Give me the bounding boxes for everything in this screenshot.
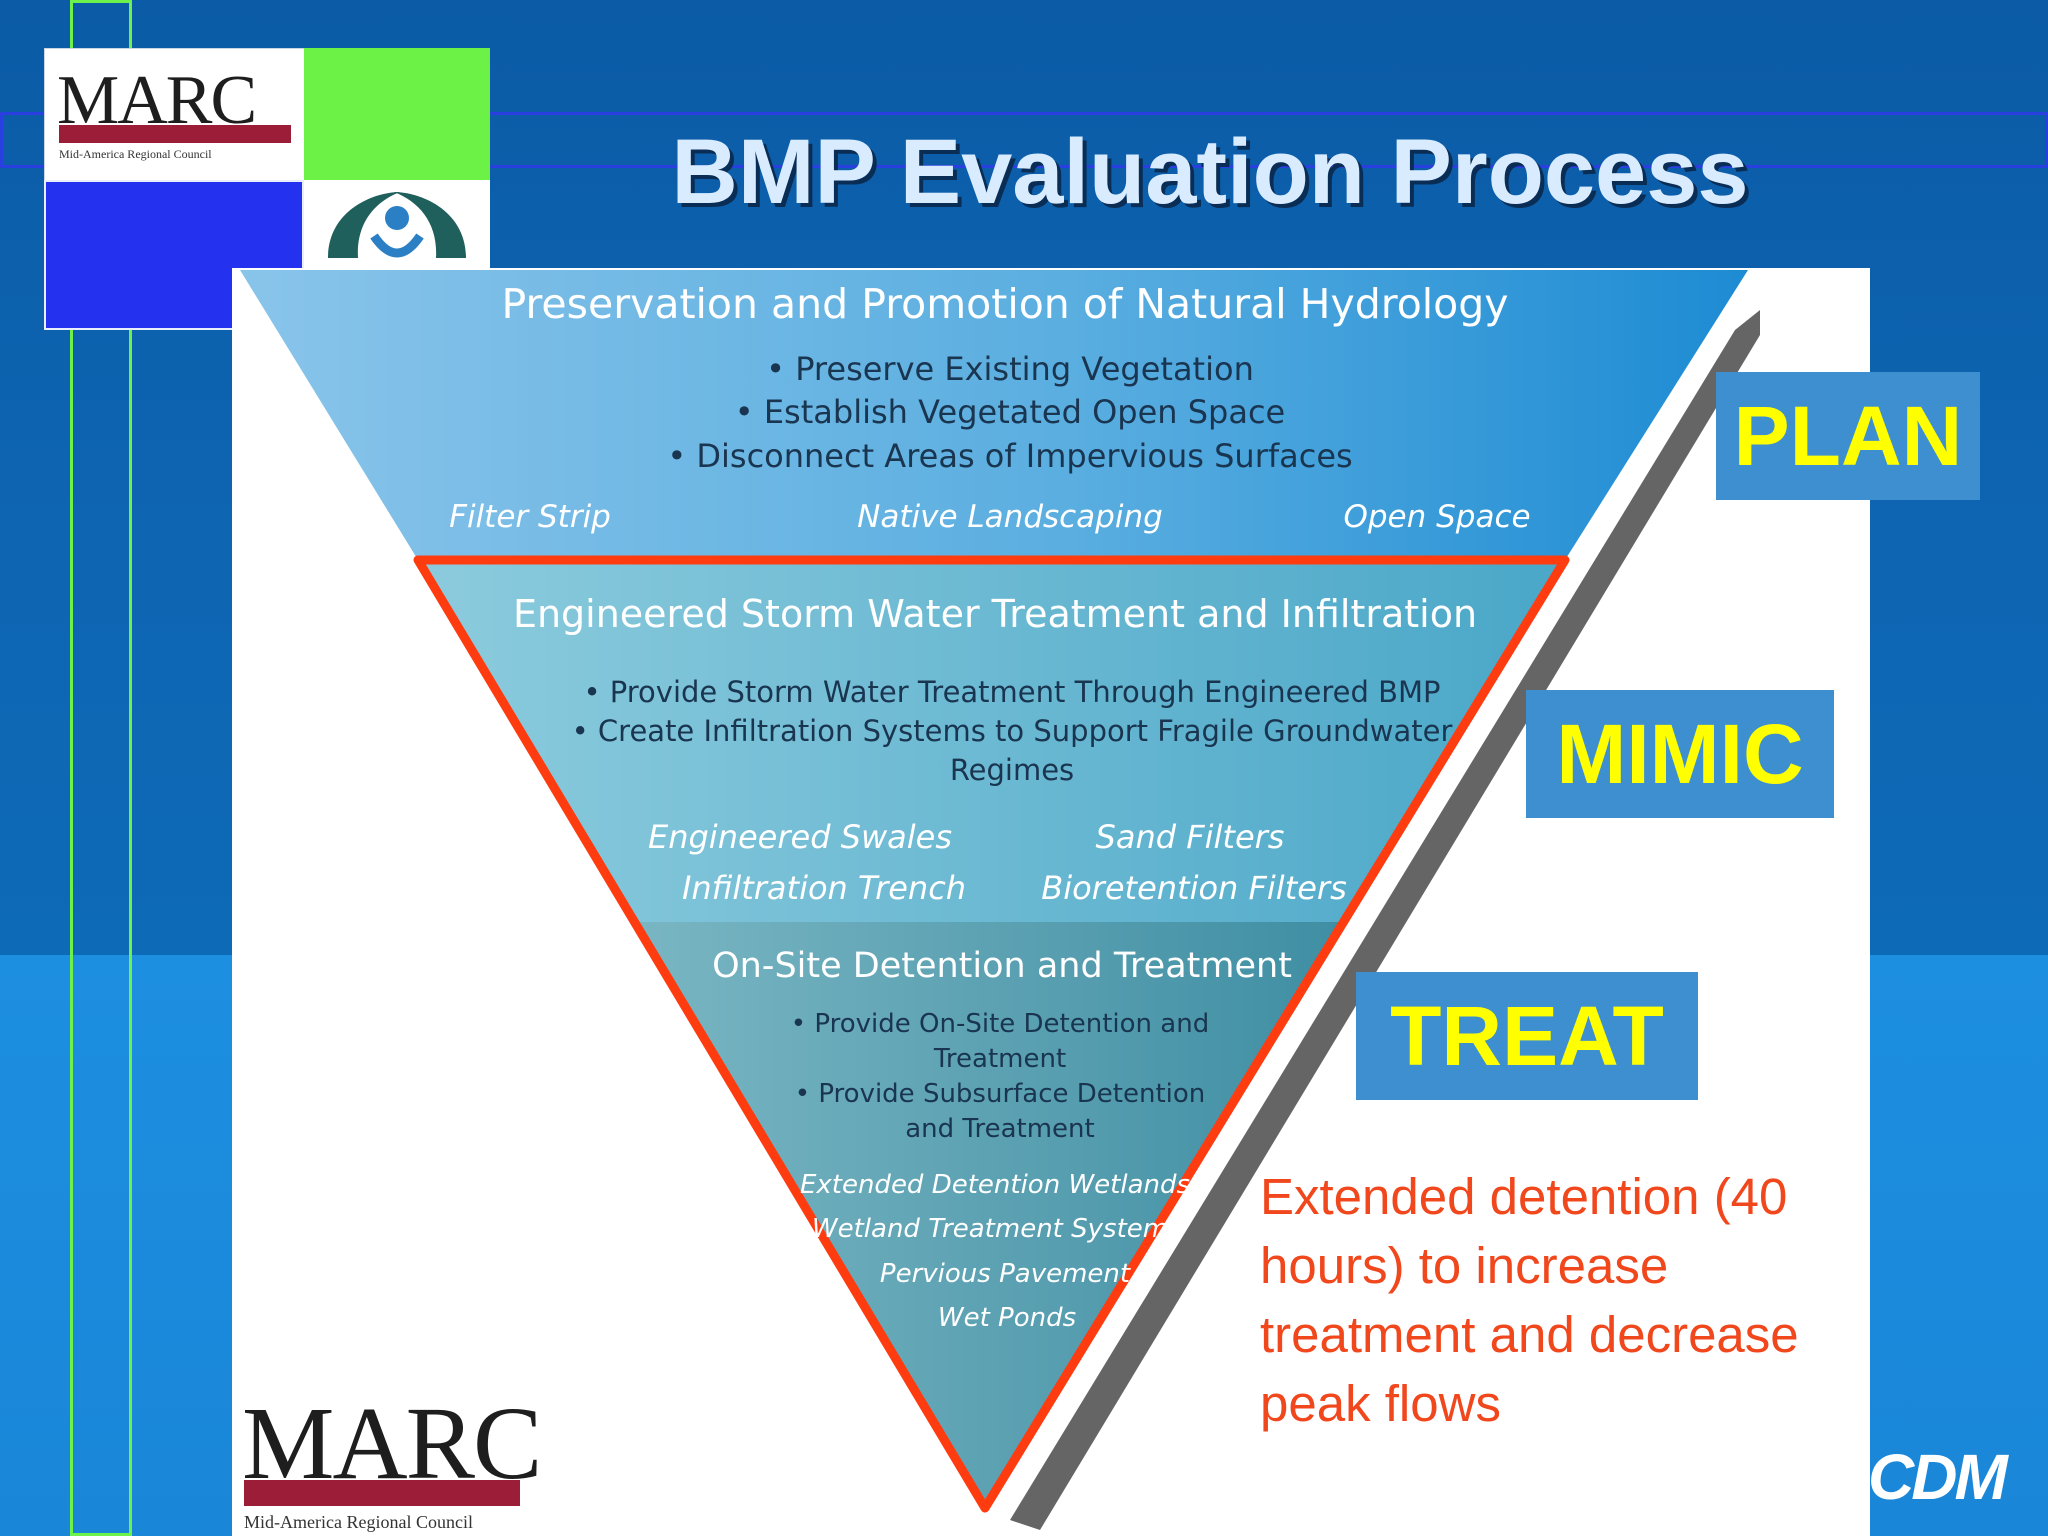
plan-tag: PLAN xyxy=(1716,372,1980,500)
top-bullet: • Disconnect Areas of Impervious Surface… xyxy=(667,437,1352,475)
pyramid-shadow xyxy=(1010,310,1760,1530)
top-example: Open Space xyxy=(1343,499,1530,535)
decorative-horizontal-bar xyxy=(0,112,2048,168)
pyramid-bottom-band xyxy=(630,922,1345,1508)
marc-logo-top-subtitle: Mid-America Regional Council xyxy=(59,147,212,161)
bottom-bullet: and Treatment xyxy=(905,1114,1094,1144)
red-outline-triangle xyxy=(413,555,1570,1513)
bottom-bullet: Treatment xyxy=(933,1044,1066,1074)
bottom-example: Wetland Treatment System xyxy=(812,1214,1168,1244)
bottom-example: Extended Detention Wetlands xyxy=(800,1170,1190,1200)
decorative-vertical-bar xyxy=(70,0,132,1536)
middle-example: Sand Filters xyxy=(1096,818,1285,856)
marc-logo-bottom-subtitle: Mid-America Regional Council xyxy=(244,1512,473,1532)
bottom-example: Pervious Pavement xyxy=(880,1259,1131,1289)
middle-example: Infiltration Trench xyxy=(682,869,966,907)
bottom-example: Wet Ponds xyxy=(938,1303,1076,1333)
logo-green-block xyxy=(304,48,490,180)
slide-title: BMP Evaluation Process xyxy=(671,121,1749,223)
extended-detention-note: Extended detention (40 hours) to increas… xyxy=(1260,1168,1799,1432)
middle-example: Engineered Swales xyxy=(648,818,952,856)
pyramid-middle-band xyxy=(418,560,1565,922)
top-band-heading: Preservation and Promotion of Natural Hy… xyxy=(501,280,1508,328)
middle-band-heading: Engineered Storm Water Treatment and Inf… xyxy=(513,592,1477,636)
top-bullet: • Preserve Existing Vegetation xyxy=(766,350,1254,388)
water-drop-icon xyxy=(328,192,466,258)
bottom-bullet: • Provide Subsurface Detention xyxy=(795,1079,1206,1109)
mimic-tag: MIMIC xyxy=(1526,690,1834,818)
bottom-band-heading: On-Site Detention and Treatment xyxy=(712,946,1292,986)
cdm-logo: CDM xyxy=(1868,1441,2008,1513)
marc-logo-top-bar xyxy=(59,125,291,143)
top-example: Native Landscaping xyxy=(857,499,1163,535)
top-example: Filter Strip xyxy=(449,499,611,535)
middle-bullet: Regimes xyxy=(950,753,1074,787)
top-bullet: • Establish Vegetated Open Space xyxy=(735,393,1285,431)
middle-example: Bioretention Filters xyxy=(1041,869,1347,907)
water-drop-logo xyxy=(304,180,490,280)
marc-logo-bottom-bar xyxy=(244,1480,520,1506)
middle-bullet: • Create Infiltration Systems to Support… xyxy=(572,714,1453,748)
pyramid-top-band xyxy=(240,270,1748,560)
bottom-bullet: • Provide On-Site Detention and xyxy=(791,1009,1209,1039)
middle-bullet: • Provide Storm Water Treatment Through … xyxy=(583,675,1440,709)
marc-logo-bottom: MARC Mid-America Regional Council xyxy=(236,1376,542,1536)
treat-tag: TREAT xyxy=(1356,972,1698,1100)
